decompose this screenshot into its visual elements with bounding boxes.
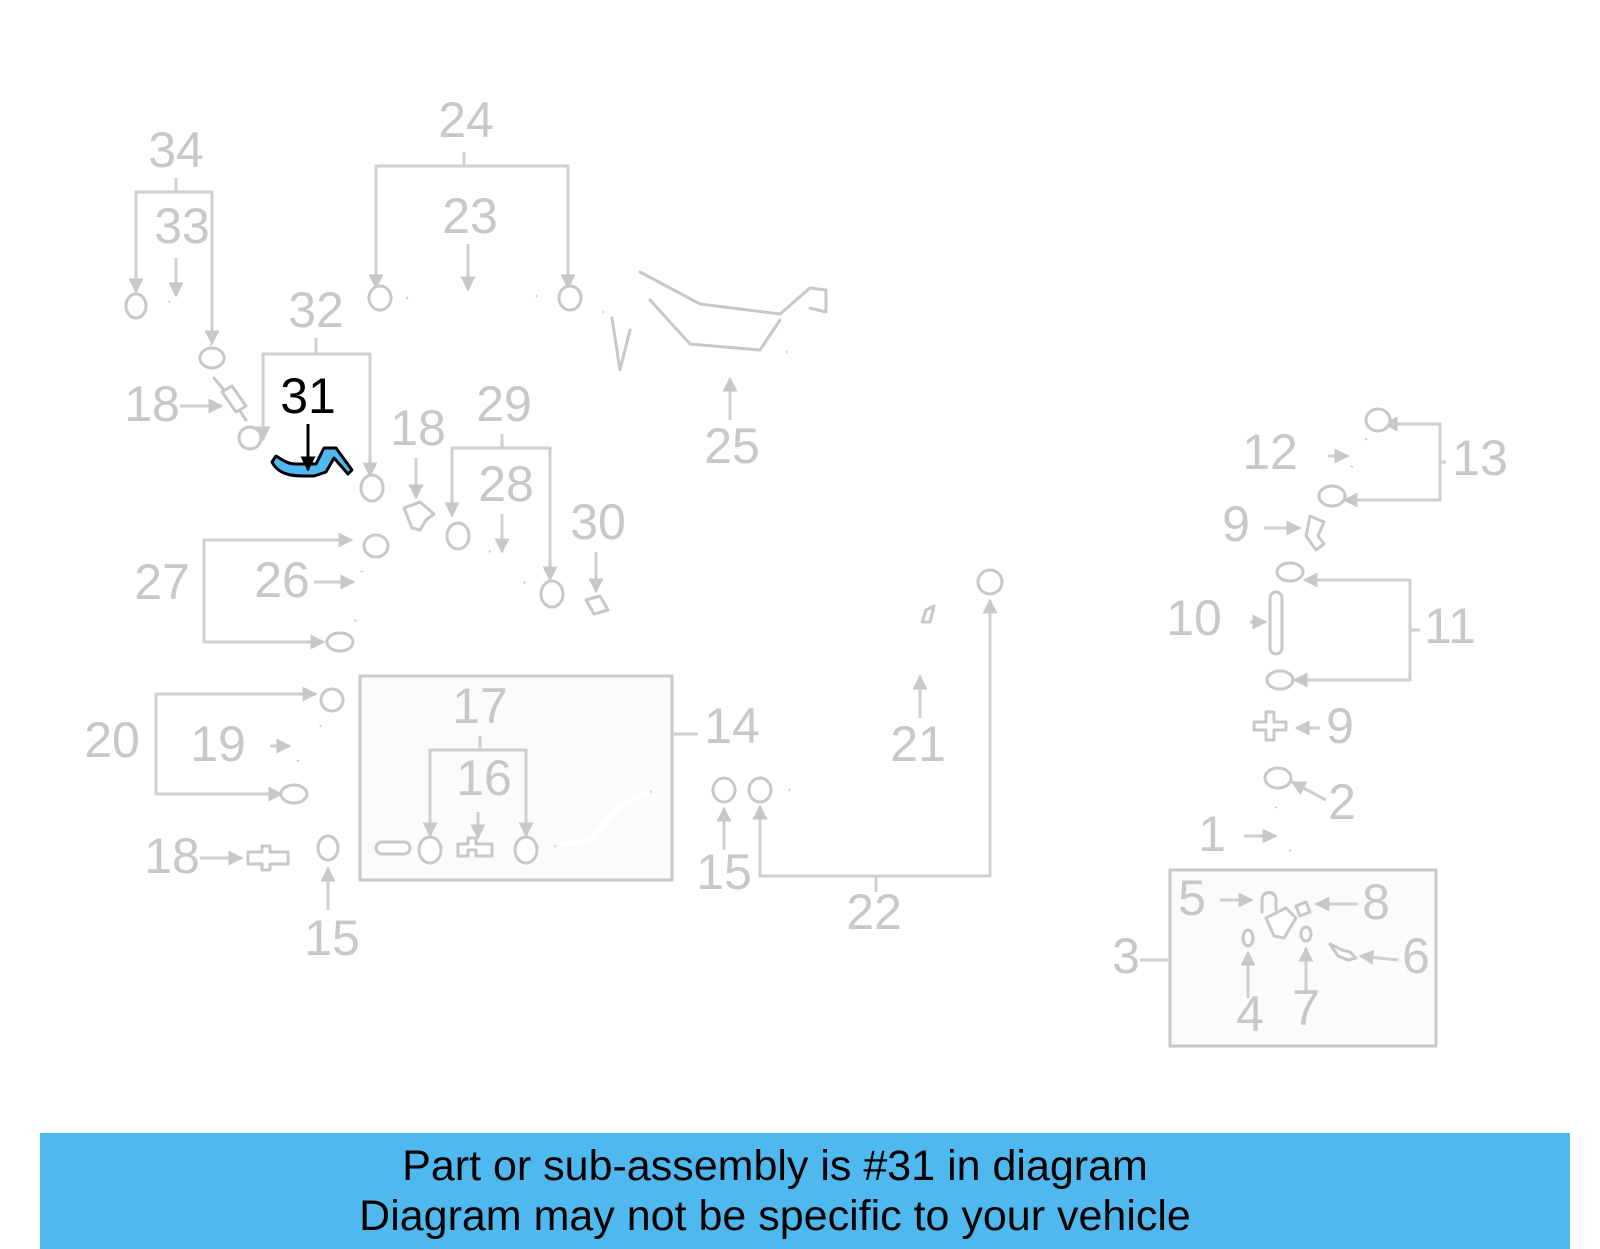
label-9b: 9 (1326, 698, 1354, 754)
label-12: 12 (1242, 424, 1298, 480)
label-13: 13 (1452, 430, 1508, 486)
label-7: 7 (1292, 980, 1320, 1036)
label-27: 27 (134, 554, 190, 610)
label-23: 23 (442, 188, 498, 244)
label-17: 17 (452, 678, 508, 734)
label-32: 32 (288, 282, 344, 338)
label-33: 33 (154, 198, 210, 254)
label-19: 19 (190, 716, 246, 772)
label-15b: 15 (304, 910, 360, 966)
info-banner: Part or sub-assembly is #31 in diagram D… (40, 1133, 1570, 1249)
label-10: 10 (1166, 590, 1222, 646)
label-29: 29 (476, 376, 532, 432)
group-34 (124, 178, 263, 451)
label-15a: 15 (696, 844, 752, 900)
label-9a: 9 (1222, 496, 1250, 552)
label-3: 3 (1112, 928, 1140, 984)
label-30: 30 (570, 494, 626, 550)
banner-line-2: Diagram may not be specific to your vehi… (359, 1192, 1191, 1240)
label-11: 11 (1424, 598, 1476, 654)
label-31: 31 (280, 368, 336, 424)
label-18c: 18 (144, 828, 200, 884)
group-32 (255, 338, 385, 503)
group-27 (202, 532, 390, 653)
label-14: 14 (704, 698, 760, 754)
label-2: 2 (1328, 774, 1356, 830)
label-5: 5 (1178, 870, 1206, 926)
label-22: 22 (846, 884, 902, 940)
group-13 (1317, 407, 1446, 508)
label-18b: 18 (390, 400, 446, 456)
label-16: 16 (456, 750, 512, 806)
group-9-2-1 (1244, 710, 1327, 852)
group-3 (1140, 891, 1399, 998)
label-25: 25 (704, 418, 760, 474)
label-34: 34 (148, 122, 204, 178)
group-22 (711, 568, 1004, 892)
label-28: 28 (478, 456, 534, 512)
label-1: 1 (1198, 806, 1226, 862)
label-21: 21 (890, 716, 946, 772)
group-29 (402, 434, 610, 616)
banner-line-1: Part or sub-assembly is #31 in diagram (402, 1142, 1148, 1190)
label-8: 8 (1362, 874, 1390, 930)
label-6: 6 (1402, 928, 1430, 984)
label-20: 20 (84, 712, 140, 768)
part-25-pipe (602, 270, 828, 420)
group-20 (154, 686, 345, 805)
group-18-15 (200, 834, 340, 910)
part-31-highlighted[interactable] (270, 424, 354, 478)
label-18a: 18 (124, 376, 180, 432)
group-24 (367, 152, 583, 316)
label-24: 24 (438, 92, 494, 148)
group-17 (374, 732, 698, 865)
group-11 (1250, 514, 1420, 691)
callout-labels: 34 33 32 31 24 23 25 18 18 29 28 30 27 2… (84, 92, 1508, 1042)
label-26: 26 (254, 552, 310, 608)
label-4: 4 (1236, 986, 1264, 1042)
